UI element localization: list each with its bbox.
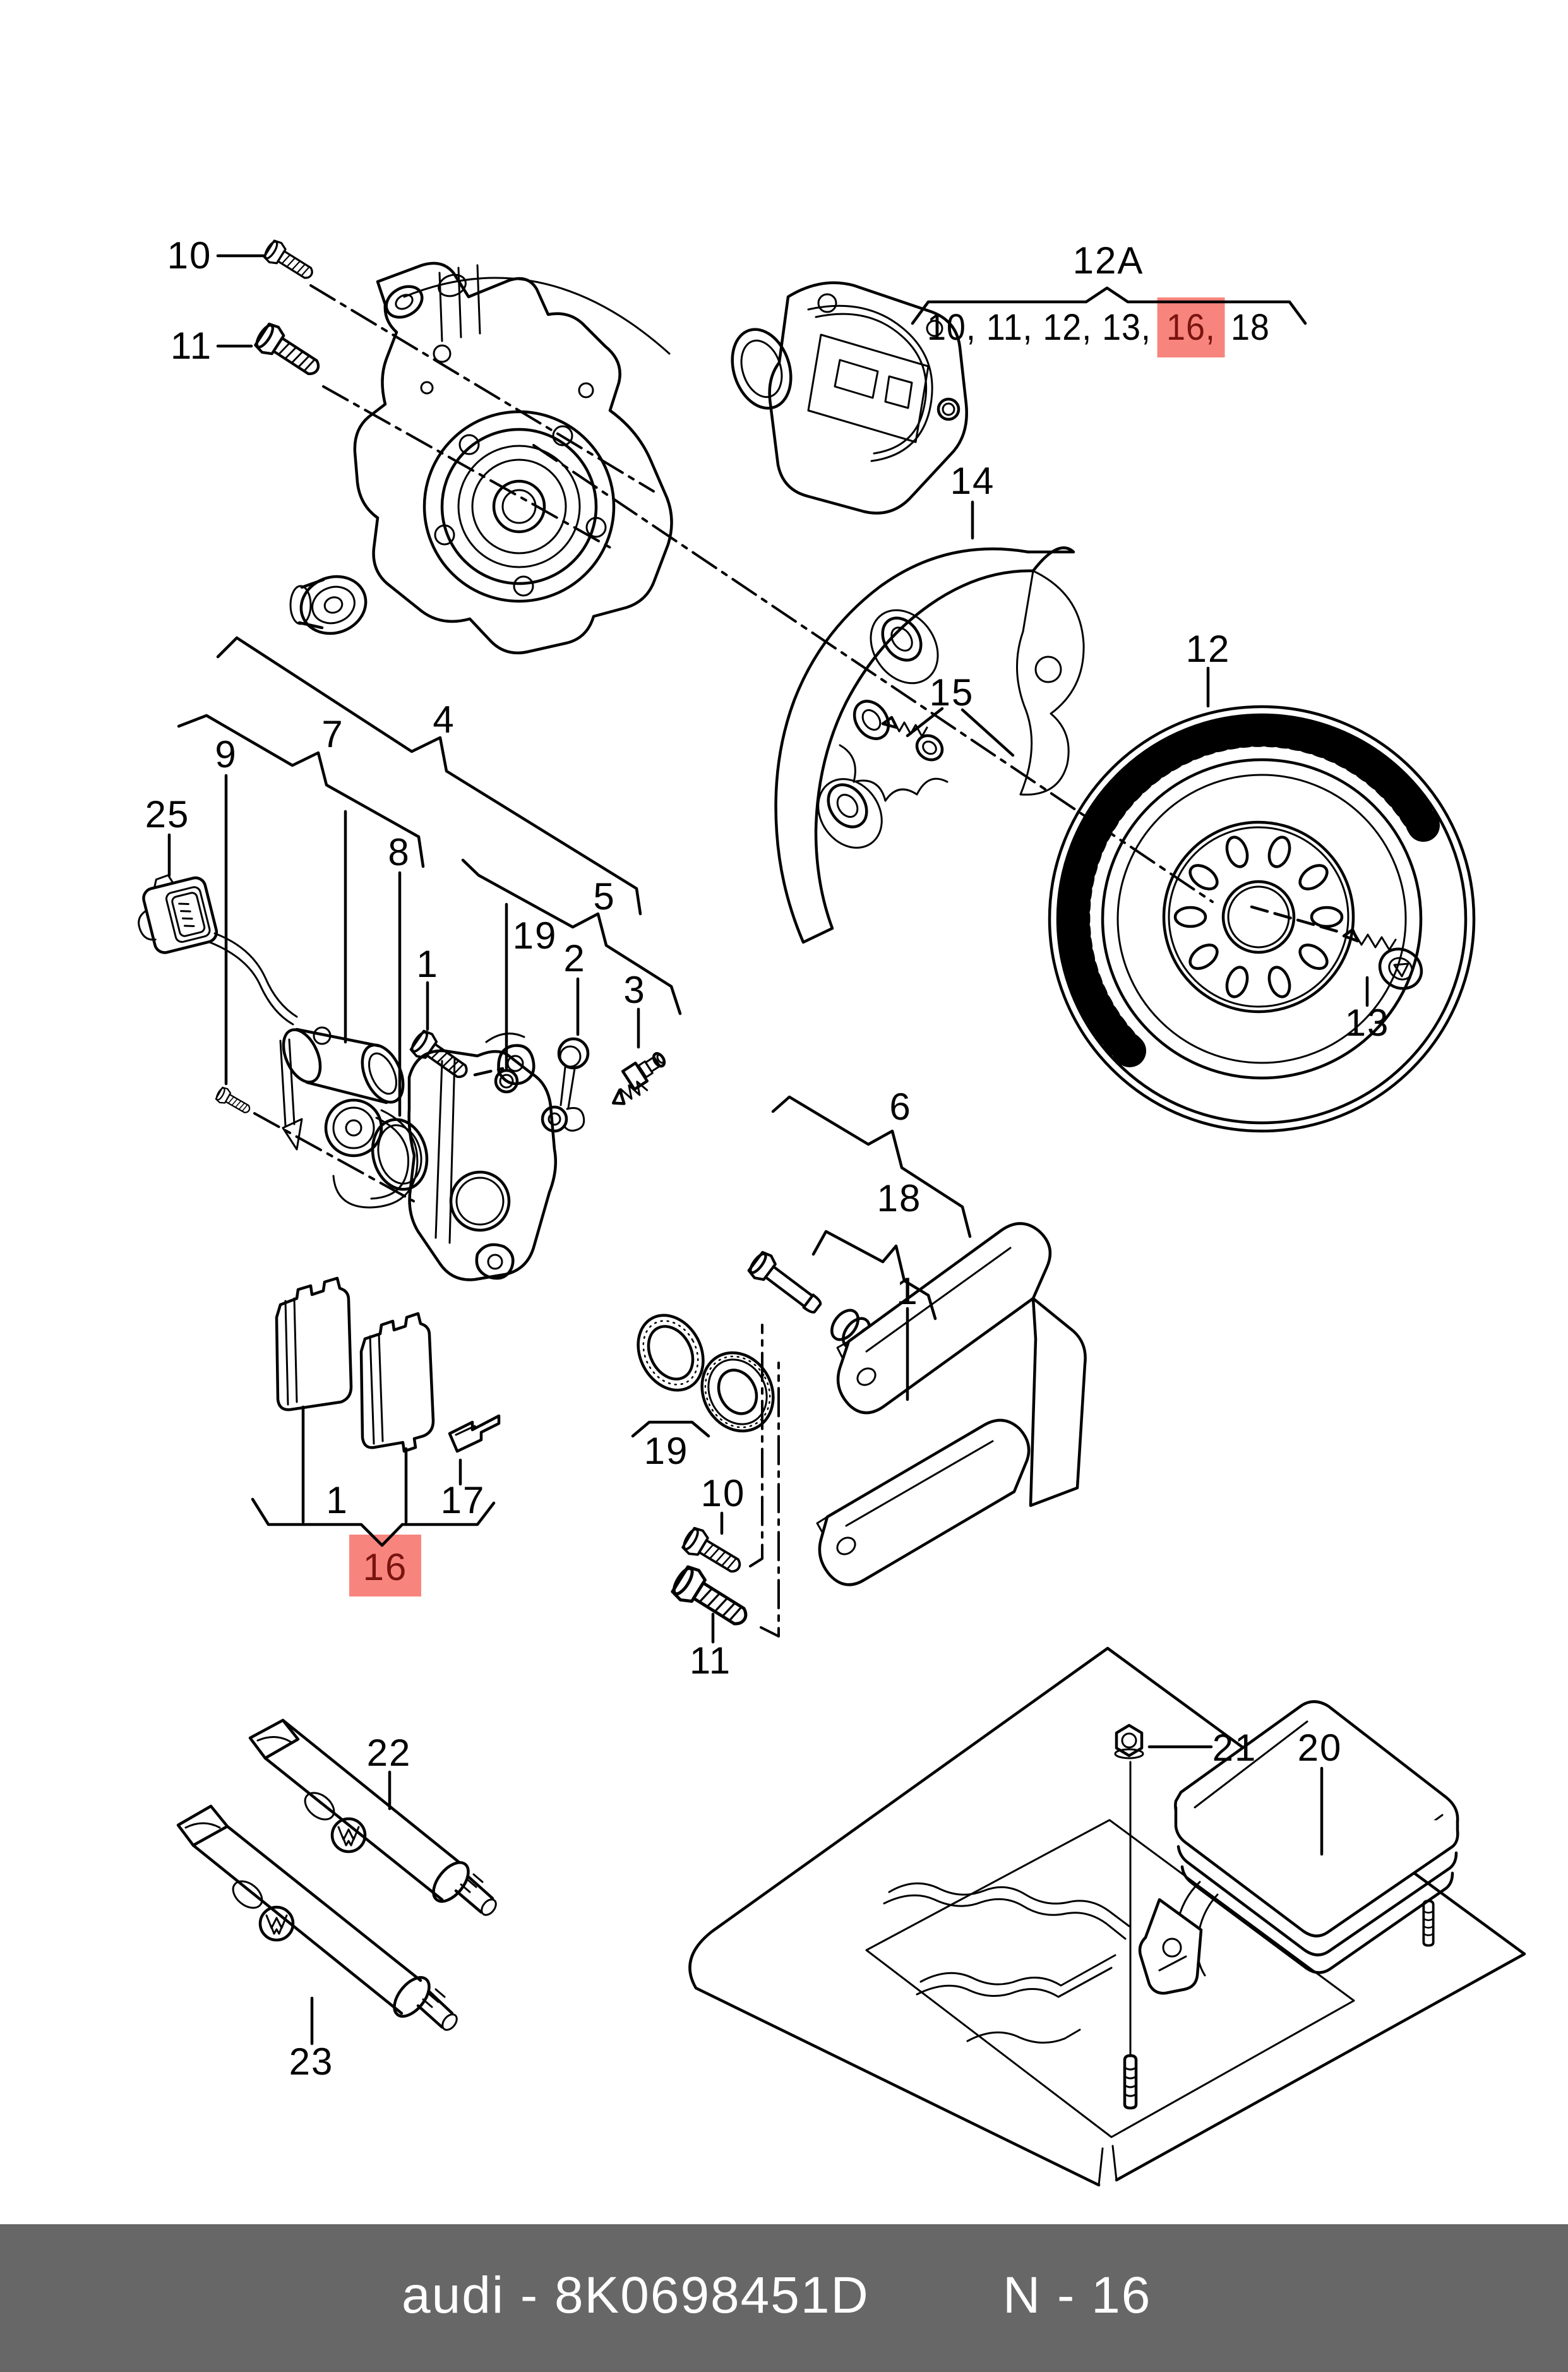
grease-tube-22-drawing bbox=[248, 1718, 497, 1916]
callout-12a[interactable]: 12A bbox=[1072, 239, 1144, 282]
seal-ring-19-caliper-drawing bbox=[494, 1069, 519, 1094]
bolt-10-carrier-drawing bbox=[679, 1324, 763, 1581]
highlight-box-16-pads[interactable] bbox=[349, 1535, 421, 1596]
callout-19-seals[interactable]: 19 bbox=[643, 1430, 689, 1472]
parking-brake-caliper-drawing bbox=[731, 281, 968, 515]
screw-15-drawing bbox=[881, 716, 944, 762]
nut-21-drawing bbox=[1114, 1723, 1144, 1759]
brake-disc-drawing bbox=[1048, 705, 1476, 1133]
bolt-10-top-drawing bbox=[261, 237, 318, 286]
brake-pad-right-drawing bbox=[359, 1312, 435, 1453]
group-12a-items-after[interactable]: 18 bbox=[1230, 306, 1270, 348]
callout-19-caliper[interactable]: 19 bbox=[512, 914, 558, 957]
hub-to-disc-axis-line bbox=[532, 444, 1214, 903]
group-12a-items-before[interactable]: 10, 11, 12, 13, bbox=[927, 306, 1151, 348]
knuckle-hub-assembly-drawing bbox=[289, 261, 673, 655]
callout-25[interactable]: 25 bbox=[145, 793, 190, 836]
callout-2[interactable]: 2 bbox=[563, 937, 586, 979]
footer-bar: audi - 8K0698451D N - 16 bbox=[0, 2224, 1568, 2372]
splash-shield-drawing bbox=[774, 546, 1085, 944]
callout-1-carrier[interactable]: 1 bbox=[896, 1270, 919, 1312]
callout-3[interactable]: 3 bbox=[623, 969, 646, 1011]
sensor-screw-9-drawing bbox=[213, 1085, 254, 1118]
connector-25-drawing bbox=[138, 874, 218, 954]
shim-17-drawing bbox=[448, 1414, 501, 1453]
callout-20[interactable]: 20 bbox=[1297, 1727, 1343, 1769]
callout-11-top[interactable]: 11 bbox=[170, 325, 213, 367]
brake-pad-left-drawing bbox=[275, 1276, 353, 1411]
callout-13[interactable]: 13 bbox=[1344, 1002, 1390, 1044]
bolt-11-carrier-drawing bbox=[669, 1362, 780, 1638]
bleeder-screw-3-drawing bbox=[611, 1051, 666, 1105]
bolt-1-caliper-drawing bbox=[407, 1027, 505, 1086]
callout-4[interactable]: 4 bbox=[433, 698, 455, 741]
footer-brand: audi bbox=[402, 2267, 505, 2325]
callout-10-carrier[interactable]: 10 bbox=[700, 1472, 746, 1514]
callout-5[interactable]: 5 bbox=[593, 875, 616, 918]
control-module-20-drawing bbox=[1125, 1700, 1459, 2108]
group-12a-reference-list: 10, 11, 12, 13, 16, 18 bbox=[927, 296, 1270, 359]
footer-part-number: 8K0698451D bbox=[554, 2267, 870, 2325]
seal-ring-8-drawing bbox=[371, 1118, 429, 1191]
caliper-motor-drawing bbox=[279, 1026, 405, 1158]
callout-23[interactable]: 23 bbox=[289, 2040, 334, 2083]
bolt-11-top-drawing bbox=[253, 321, 325, 383]
footer-separator: - bbox=[520, 2267, 539, 2325]
sensor-wire-drawing bbox=[208, 932, 419, 1209]
callout-9[interactable]: 9 bbox=[215, 733, 237, 776]
callout-17[interactable]: 17 bbox=[440, 1479, 486, 1521]
callout-12[interactable]: 12 bbox=[1185, 628, 1231, 670]
callout-15[interactable]: 15 bbox=[929, 671, 974, 714]
module-cables-drawing bbox=[883, 1882, 1130, 2044]
callout-8[interactable]: 8 bbox=[388, 831, 410, 873]
callout-10-top[interactable]: 10 bbox=[167, 234, 212, 277]
callout-22[interactable]: 22 bbox=[366, 1732, 412, 1774]
retainer-pin-2-drawing bbox=[541, 1037, 590, 1133]
callout-16-pads[interactable]: 16 bbox=[362, 1546, 408, 1588]
callout-6[interactable]: 6 bbox=[889, 1086, 912, 1128]
footer-part-reference: audi - 8K0698451D bbox=[402, 2266, 870, 2325]
leader-lines bbox=[167, 254, 1369, 2046]
group-12a-highlighted-item[interactable]: 16, bbox=[1157, 297, 1225, 357]
caliper-housing-drawing bbox=[407, 1033, 558, 1281]
footer-page-ref: N - 16 bbox=[1003, 2267, 1152, 2325]
callout-1-pads[interactable]: 1 bbox=[326, 1479, 349, 1521]
callout-1-caliper[interactable]: 1 bbox=[416, 943, 439, 985]
floor-panel-drawing bbox=[688, 1646, 1526, 2187]
callout-14[interactable]: 14 bbox=[950, 460, 995, 502]
grease-tube-23-drawing bbox=[176, 1804, 458, 2031]
carrier-bracket-drawing bbox=[816, 1222, 1087, 1586]
callout-18-carrier[interactable]: 18 bbox=[877, 1177, 922, 1219]
screw-13-drawing bbox=[1250, 905, 1423, 990]
callout-7[interactable]: 7 bbox=[321, 713, 344, 755]
callout-21[interactable]: 21 bbox=[1212, 1727, 1257, 1769]
seal-rings-19-drawing bbox=[637, 1314, 775, 1433]
guide-pin-drawing bbox=[746, 1250, 826, 1319]
callout-11-carrier[interactable]: 11 bbox=[689, 1639, 732, 1682]
